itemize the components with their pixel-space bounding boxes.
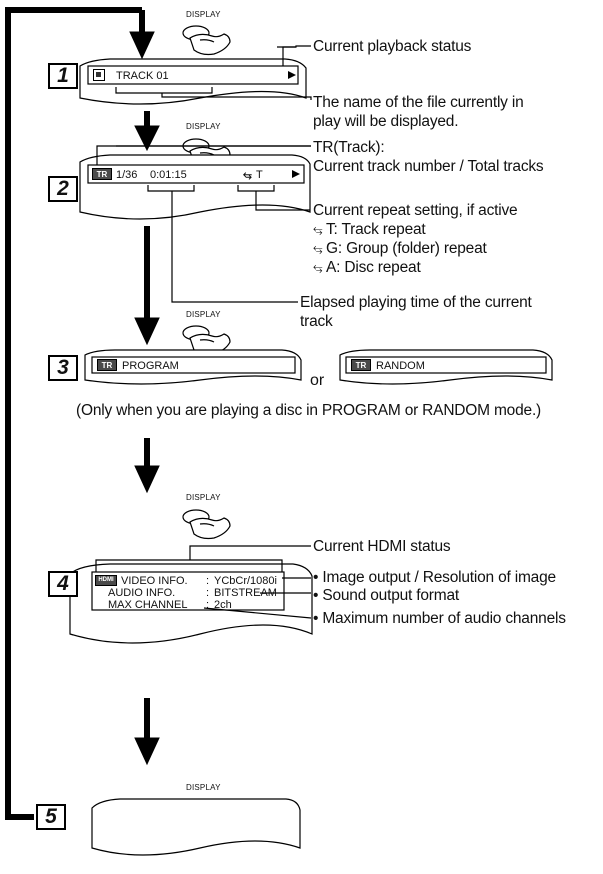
- play-icons: [288, 71, 300, 178]
- annotation-file-name-line1: The name of the file currently in: [313, 94, 524, 111]
- screen-2-bar: [87, 164, 305, 184]
- step-number-3: 3: [48, 355, 78, 381]
- display-button-label: DISPLAY: [186, 10, 221, 19]
- screen-3-random-label: RANDOM: [376, 360, 425, 372]
- mode-note: (Only when you are playing a disc in PRO…: [76, 402, 542, 419]
- screen-3a-bar: [91, 356, 296, 374]
- screen-2-frame: [79, 154, 311, 220]
- down-arrows: [129, 10, 160, 766]
- annotation-tr-desc: Current track number / Total tracks: [313, 158, 544, 175]
- annotation-playback-status: Current playback status: [313, 38, 472, 55]
- step-number-5: 5: [36, 804, 66, 830]
- or-text: or: [310, 372, 325, 389]
- screen-4-frame: [69, 563, 313, 644]
- loop-connector: [5, 7, 142, 820]
- tr-badge: TR: [351, 359, 371, 371]
- screen-4-bar: [91, 571, 285, 611]
- repeat-icon: ⥃: [243, 169, 252, 181]
- step-number-1: 1: [48, 63, 78, 89]
- play-icon: [292, 170, 300, 178]
- screen-2-repeat-letter: T: [256, 169, 263, 181]
- hdmi-row-value: BITSTREAM: [214, 587, 277, 599]
- step-number-2: 2: [48, 176, 78, 202]
- annotation-image-output: • Image output / Resolution of image: [313, 569, 556, 586]
- screen-2-elapsed-time: 0:01:15: [150, 169, 187, 181]
- hand-press-icon: [182, 325, 231, 356]
- down-arrow-3-icon: [134, 226, 160, 346]
- hand-press-icon: [182, 25, 231, 56]
- annotation-repeat-title: Current repeat setting, if active: [313, 202, 518, 219]
- hdmi-row-sep: :: [206, 587, 210, 599]
- display-button-label: DISPLAY: [186, 310, 221, 319]
- tv-screens: [69, 58, 553, 856]
- repeat-icon: ⥃: [313, 241, 323, 255]
- hdmi-row-sep: :: [206, 599, 210, 611]
- leader-lines: [95, 45, 312, 619]
- screen-3b-bar: [345, 356, 547, 374]
- annotation-repeat-disc: A: Disc repeat: [326, 259, 421, 276]
- screen-1-track-title: TRACK 01: [116, 70, 169, 82]
- hdmi-row-name: MAX CHANNEL: [108, 599, 188, 611]
- screen-5-frame: [91, 798, 301, 856]
- annotation-repeat-track: T: Track repeat: [326, 221, 426, 238]
- play-icon: [288, 71, 296, 79]
- screen-3b-frame: [339, 349, 553, 385]
- screen-3a-frame: [84, 349, 302, 385]
- tr-badge: TR: [92, 168, 112, 180]
- repeat-icon: ⥃: [313, 260, 323, 274]
- screen-2-track-count: 1/36: [116, 169, 138, 181]
- annotation-elapsed-line1: Elapsed playing time of the current: [300, 294, 532, 311]
- hdmi-badge: HDMI: [95, 575, 117, 586]
- annotation-max-channels: • Maximum number of audio channels: [313, 610, 566, 627]
- display-button-label: DISPLAY: [186, 493, 221, 502]
- tr-badge: TR: [97, 359, 117, 371]
- step-number-4: 4: [48, 571, 78, 597]
- hand-press-icon: [182, 509, 231, 540]
- hdmi-row-name: AUDIO INFO.: [108, 587, 176, 599]
- down-arrow-5-icon: [134, 698, 160, 766]
- screen-3-program-label: PROGRAM: [122, 360, 179, 372]
- hdmi-row-value: 2ch: [214, 599, 232, 611]
- display-button-label: DISPLAY: [186, 783, 221, 792]
- hdmi-row-sep: :: [206, 575, 210, 587]
- hdmi-row-value: YCbCr/1080i: [214, 575, 277, 587]
- down-arrow-4-icon: [134, 438, 160, 494]
- annotation-tr-track: TR(Track):: [313, 139, 385, 156]
- annotation-file-name-line2: play will be displayed.: [313, 113, 459, 130]
- display-button-label: DISPLAY: [186, 122, 221, 131]
- annotation-elapsed-line2: track: [300, 313, 333, 330]
- hdmi-row-name: VIDEO INFO.: [121, 575, 188, 587]
- file-icon: [93, 69, 105, 81]
- down-arrow-2-icon: [134, 111, 160, 152]
- repeat-icon: ⥃: [313, 222, 323, 236]
- screen-1-bar: [87, 65, 299, 85]
- down-arrow-1-icon: [129, 10, 155, 60]
- annotation-repeat-group: G: Group (folder) repeat: [326, 240, 487, 257]
- annotation-sound-output: • Sound output format: [313, 587, 459, 604]
- annotation-hdmi-status: Current HDMI status: [313, 538, 451, 555]
